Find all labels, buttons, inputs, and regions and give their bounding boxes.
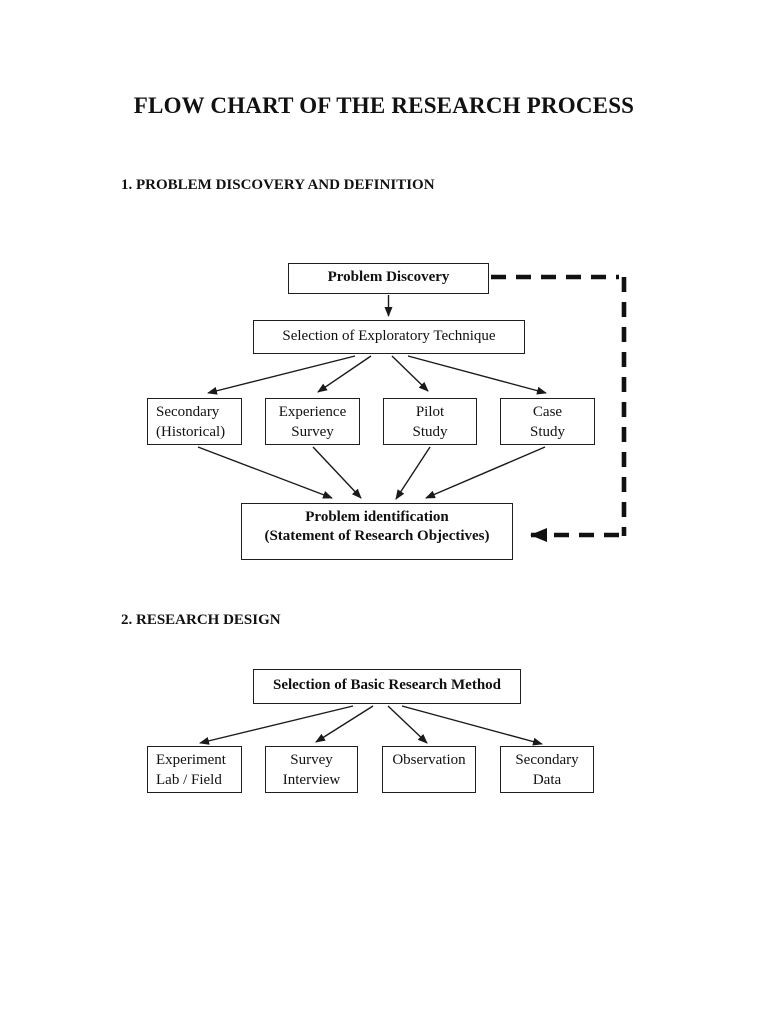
secondary-data-line2: Data	[532, 772, 562, 788]
case-study-line1: Case	[532, 404, 563, 420]
observation-label: Observation	[392, 752, 466, 768]
fan-arrow-secondary-data	[401, 705, 543, 746]
problem-identification-line1: Problem identification	[305, 509, 449, 525]
experience-survey-line1: Experience	[278, 404, 347, 420]
selection-basic-method-box: Selection of Basic Research Method	[253, 669, 521, 704]
experiment-lab-field-line1: Experiment	[156, 752, 226, 768]
page-title: FLOW CHART OF THE RESEARCH PROCESS	[133, 93, 635, 118]
experience-survey-box: Experience Survey	[265, 398, 360, 445]
converge-arrow-experience	[312, 446, 362, 499]
survey-interview-box: Survey Interview	[265, 746, 358, 793]
problem-discovery-box: Problem Discovery	[288, 263, 489, 294]
case-study-line2: Study	[529, 424, 565, 440]
selection-exploratory-label: Selection of Exploratory Technique	[282, 328, 496, 344]
case-study-box: Case Study	[500, 398, 595, 445]
pilot-study-box: Pilot Study	[383, 398, 477, 445]
experience-survey-line2: Survey	[291, 424, 334, 440]
pilot-study-line1: Pilot	[415, 404, 445, 420]
secondary-historical-box: Secondary (Historical)	[147, 398, 242, 445]
section2-heading: 2. RESEARCH DESIGN	[121, 612, 281, 628]
fan-arrow-case	[407, 355, 547, 395]
fan-arrow-pilot	[391, 355, 429, 392]
survey-interview-line1: Survey	[290, 752, 333, 768]
secondary-data-line1: Secondary	[515, 752, 579, 768]
fan-arrow-secondary	[207, 355, 356, 395]
secondary-data-box: Secondary Data	[500, 746, 594, 793]
experiment-lab-field-box: Experiment Lab / Field	[147, 746, 242, 793]
section1-heading: 1. PROBLEM DISCOVERY AND DEFINITION	[121, 177, 435, 193]
fan-arrow-observation	[387, 705, 428, 744]
converge-arrow-pilot	[395, 446, 431, 500]
converge-arrow-case	[425, 446, 546, 499]
experiment-lab-field-line2: Lab / Field	[156, 772, 222, 788]
selection-exploratory-box: Selection of Exploratory Technique	[253, 320, 525, 354]
fan-arrow-experience	[317, 355, 372, 393]
problem-identification-box: Problem identification (Statement of Res…	[241, 503, 513, 560]
pilot-study-line2: Study	[412, 424, 448, 440]
fan-arrow-survey	[315, 705, 374, 743]
problem-discovery-label: Problem Discovery	[327, 269, 450, 285]
secondary-historical-line2: (Historical)	[156, 424, 226, 440]
secondary-historical-line1: Secondary	[156, 404, 220, 420]
observation-box: Observation	[382, 746, 476, 793]
fan-arrow-experiment	[199, 705, 354, 745]
survey-interview-line2: Interview	[282, 772, 341, 788]
problem-identification-line2: (Statement of Research Objectives)	[264, 528, 490, 544]
selection-basic-method-label: Selection of Basic Research Method	[272, 677, 502, 693]
converge-arrow-secondary	[197, 446, 333, 499]
